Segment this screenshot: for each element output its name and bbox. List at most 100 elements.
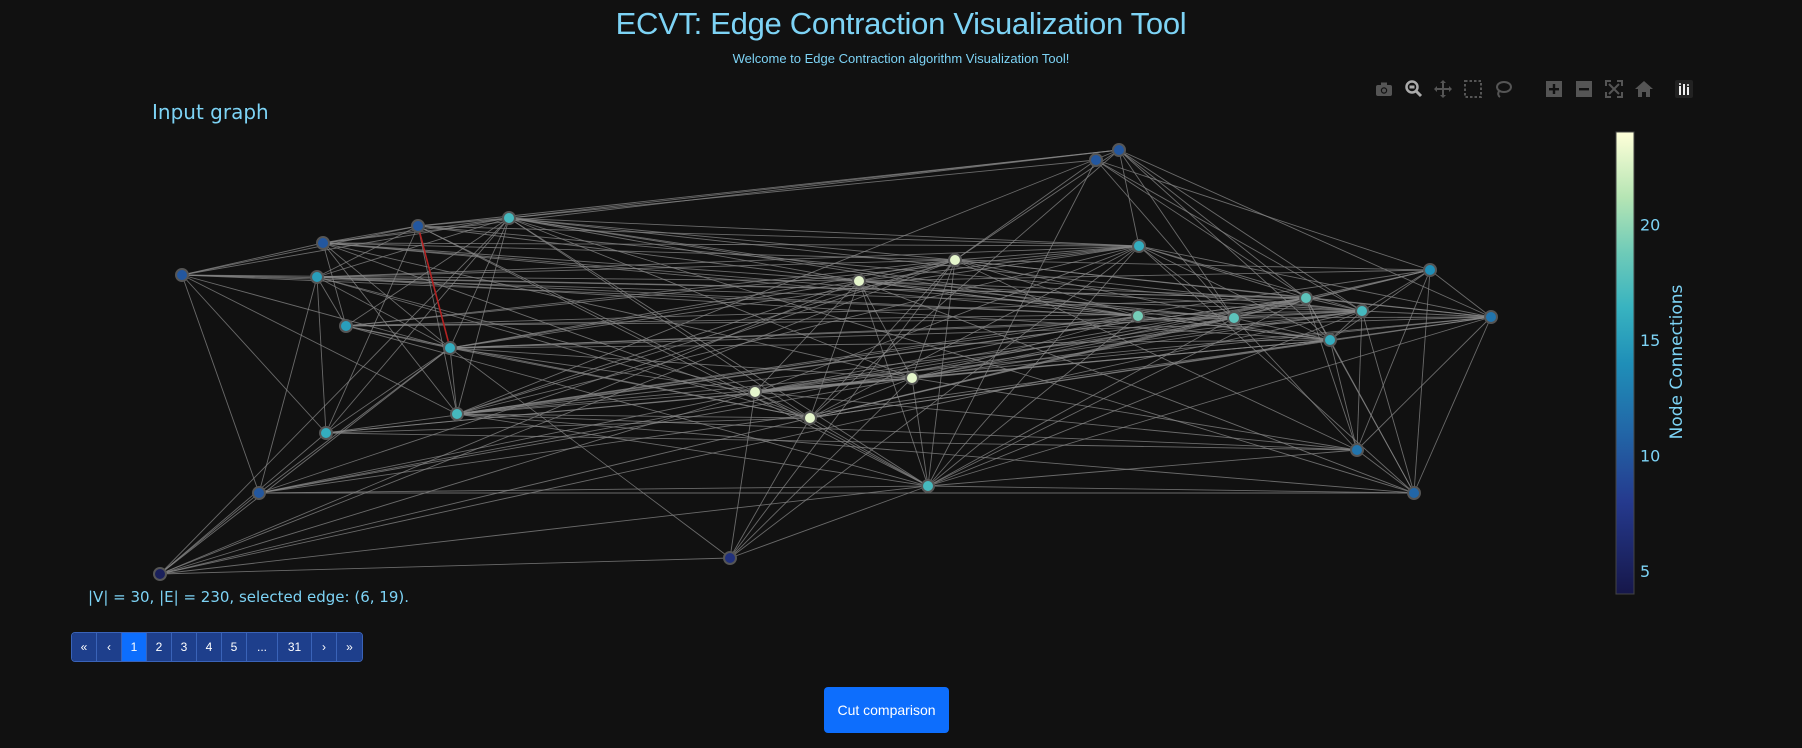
- graph-edge: [456, 217, 510, 415]
- page-next-button[interactable]: ›: [312, 633, 337, 661]
- zoom-out-icon[interactable]: [1573, 78, 1595, 100]
- graph-node[interactable]: [803, 411, 817, 425]
- graph-edge: [322, 242, 860, 282]
- page-button-2[interactable]: 2: [147, 633, 172, 661]
- page-button-3[interactable]: 3: [172, 633, 197, 661]
- graph-edge: [456, 413, 929, 487]
- page-first-button[interactable]: «: [72, 633, 97, 661]
- graph-edge: [1305, 297, 1492, 318]
- plotly-logo[interactable]: [1673, 78, 1695, 100]
- graph-edge: [316, 276, 756, 393]
- graph-edge: [1305, 297, 1358, 451]
- graph-edge: [729, 245, 1140, 559]
- graph-node[interactable]: [1227, 311, 1241, 325]
- graph-edge: [927, 316, 1492, 487]
- page-prev-button[interactable]: ‹: [97, 633, 122, 661]
- box-select-icon[interactable]: [1462, 78, 1484, 100]
- graph-edge: [754, 315, 1139, 393]
- graph-node[interactable]: [310, 270, 324, 284]
- graph-edge: [754, 245, 1140, 393]
- graph-edge: [508, 217, 929, 487]
- graph-node[interactable]: [450, 407, 464, 421]
- graph-edge: [1138, 245, 1415, 494]
- colorbar-title: Node Connections: [1667, 284, 1687, 439]
- page-button-1[interactable]: 1: [122, 633, 147, 661]
- graph-edge: [1305, 297, 1363, 312]
- colorbar-tick-label: 15: [1640, 331, 1660, 350]
- pagination: « ‹ 1 2 3 4 5 ... 31 › »: [71, 632, 363, 662]
- graph-node[interactable]: [921, 479, 935, 493]
- page-last-button[interactable]: »: [337, 633, 362, 661]
- graph-edge: [449, 347, 913, 379]
- graph-node[interactable]: [1132, 239, 1146, 253]
- page-button-4[interactable]: 4: [197, 633, 222, 661]
- graph-node[interactable]: [153, 567, 167, 581]
- graph-edge: [1118, 149, 1363, 312]
- pan-icon[interactable]: [1432, 78, 1454, 100]
- graph-edge: [809, 377, 913, 419]
- graph-node[interactable]: [1484, 310, 1498, 324]
- graph-edge: [322, 242, 913, 379]
- graph-edge: [258, 297, 1307, 494]
- graph-edge: [1095, 159, 1363, 312]
- graph-edge: [508, 217, 956, 261]
- graph-node[interactable]: [175, 268, 189, 282]
- graph-edge: [911, 377, 1358, 451]
- autoscale-icon[interactable]: [1603, 78, 1625, 100]
- graph-node[interactable]: [443, 341, 457, 355]
- page-button-31[interactable]: 31: [278, 633, 312, 661]
- graph-node[interactable]: [1355, 304, 1369, 318]
- graph-edge: [258, 347, 451, 494]
- graph-edge: [159, 557, 731, 575]
- graph-edge: [1361, 269, 1431, 312]
- graph-node[interactable]: [319, 426, 333, 440]
- graph-node[interactable]: [1323, 333, 1337, 347]
- graph-node[interactable]: [316, 236, 330, 250]
- cut-comparison-button[interactable]: Cut comparison: [824, 687, 949, 733]
- graph-edge: [258, 377, 913, 494]
- graph-edge: [456, 316, 1492, 415]
- graph-node[interactable]: [852, 274, 866, 288]
- graph-node[interactable]: [339, 319, 353, 333]
- lasso-icon[interactable]: [1492, 78, 1514, 100]
- graph-node[interactable]: [905, 371, 919, 385]
- graph-node[interactable]: [1423, 263, 1437, 277]
- graph-edge: [316, 276, 1331, 341]
- graph-edge: [911, 297, 1307, 379]
- graph-node[interactable]: [723, 551, 737, 565]
- graph-edge: [858, 259, 956, 282]
- camera-icon[interactable]: [1373, 78, 1395, 100]
- graph-node[interactable]: [502, 211, 516, 225]
- graph-edge: [258, 391, 756, 494]
- graph-edge: [322, 242, 451, 349]
- zoom-in-icon[interactable]: [1543, 78, 1565, 100]
- reset-icon[interactable]: [1633, 78, 1655, 100]
- graph-info-text: |V| = 30, |E| = 230, selected edge: (6, …: [88, 588, 409, 606]
- graph-node[interactable]: [1407, 486, 1421, 500]
- graph-edge: [927, 159, 1097, 487]
- graph-edge: [449, 316, 1492, 349]
- graph-edge: [159, 217, 510, 575]
- graph-node[interactable]: [1131, 309, 1145, 323]
- graph-node[interactable]: [1350, 443, 1364, 457]
- graph-node[interactable]: [252, 486, 266, 500]
- graph-node[interactable]: [411, 219, 425, 233]
- graph-node[interactable]: [948, 253, 962, 267]
- graph-edge: [417, 149, 1120, 227]
- graph-node[interactable]: [748, 385, 762, 399]
- graph-node[interactable]: [1089, 153, 1103, 167]
- graph-node[interactable]: [1112, 143, 1126, 157]
- graph-edge: [729, 377, 913, 559]
- page-ellipsis-button[interactable]: ...: [247, 633, 278, 661]
- selected-edge[interactable]: [417, 225, 451, 349]
- graph-edge: [858, 280, 913, 379]
- zoom-icon[interactable]: [1403, 78, 1425, 100]
- graph-edge: [954, 245, 1140, 261]
- page-button-5[interactable]: 5: [222, 633, 247, 661]
- graph-edge: [449, 347, 811, 419]
- graph-edge: [754, 391, 811, 419]
- graph-edge: [508, 159, 1097, 219]
- graph-node[interactable]: [1299, 291, 1313, 305]
